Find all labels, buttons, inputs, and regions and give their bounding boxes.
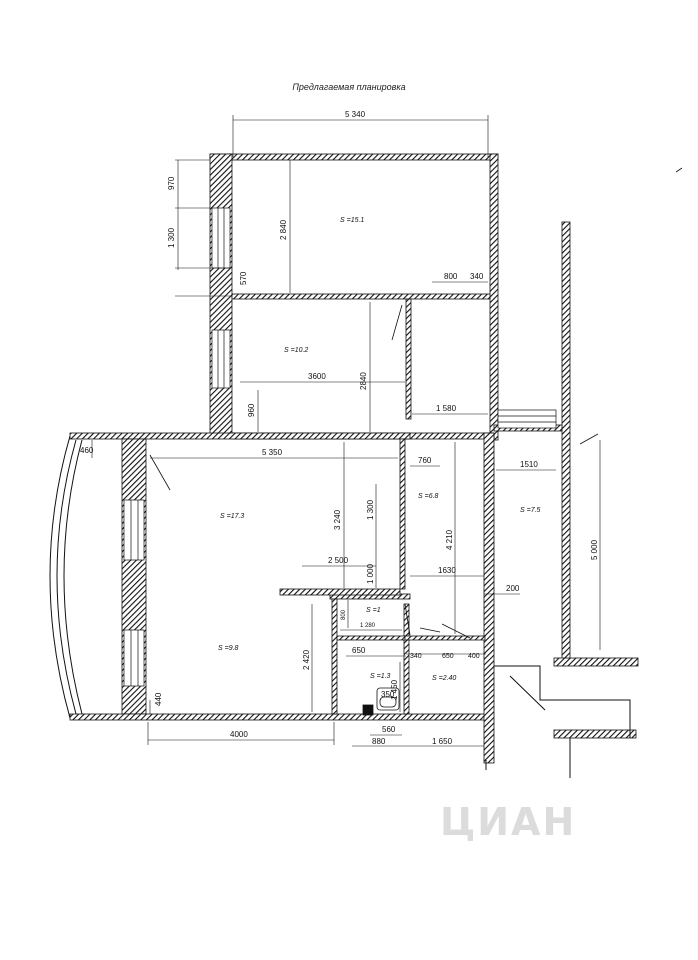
dimension-lines [91, 115, 601, 747]
dim-2420: 2 420 [302, 649, 311, 670]
watermark: ЦИАН [440, 800, 577, 844]
wall-top-upper [209, 153, 499, 161]
dim-1650: 1 650 [432, 737, 453, 746]
dim-800b: 800 [341, 609, 347, 620]
dim-760: 760 [418, 456, 432, 465]
wall-bottom [69, 713, 487, 721]
bay-window [49, 435, 83, 719]
dim-4000: 4000 [230, 730, 248, 739]
room-area-7: S =1 [366, 607, 381, 614]
dim-5350: 5 350 [262, 448, 283, 457]
wall-lower-top [69, 432, 411, 440]
wall-bath-vertical [331, 598, 338, 715]
dim-880: 880 [372, 737, 386, 746]
wall-corridor-vertical [405, 298, 412, 420]
dim-800a: 800 [444, 272, 458, 281]
dim-970: 970 [167, 176, 176, 190]
dim-2840a: 2 840 [279, 219, 288, 240]
room-areas: S =15.1 S =10.2 S =17.3 S =6.8 S =7.5 S … [218, 217, 541, 682]
dim-3240: 3 240 [333, 509, 342, 530]
dim-5000: 5 000 [590, 539, 599, 560]
dim-400: 400 [468, 653, 480, 660]
dim-460: 460 [80, 446, 94, 455]
room-area-2: S =10.2 [284, 347, 308, 354]
wall-balcony-right [561, 221, 571, 661]
dim-4210: 4 210 [445, 529, 454, 550]
wall-corridor-bottom [404, 635, 486, 641]
room-area-5: S =7.5 [520, 507, 541, 514]
dim-200: 200 [506, 584, 520, 593]
doors [149, 304, 471, 639]
plan-title: Предлагаемая планировка [292, 82, 406, 92]
dim-440: 440 [154, 692, 163, 706]
dimension-labels: 5 340 970 1 300 570 2 840 800 340 3600 2… [80, 110, 599, 746]
room-area-3: S =17.3 [220, 513, 244, 520]
dim-960: 960 [247, 403, 256, 417]
stair-outline [485, 665, 631, 778]
walls [69, 153, 639, 764]
wall-hall-vertical [399, 438, 406, 590]
dim-1580: 1 580 [436, 404, 457, 413]
dim-2500: 2 500 [328, 556, 349, 565]
dim-1300a: 1 300 [167, 227, 176, 248]
dim-2840b: 2840 [359, 372, 368, 390]
wall-stair-lower [553, 729, 637, 739]
dim-3600: 3600 [308, 372, 326, 381]
wall-mid-horizontal [231, 293, 491, 300]
room-area-6: S =9.8 [218, 645, 239, 652]
dim-340b: 340 [410, 653, 422, 660]
dim-560: 560 [382, 725, 396, 734]
dim-1000: 1 000 [366, 563, 375, 584]
dim-650b: 650 [442, 653, 454, 660]
dim-340: 340 [470, 272, 484, 281]
room-area-8: S =1.3 [370, 673, 391, 680]
dim-350: 350 [381, 690, 395, 699]
room-area-1: S =15.1 [340, 217, 364, 224]
wall-balcony-bottom [553, 657, 639, 667]
dim-5340: 5 340 [345, 110, 366, 119]
dim-1630: 1630 [438, 566, 456, 575]
room-area-9: S =2.40 [432, 675, 456, 682]
bath-fixtures [362, 687, 400, 716]
wall-bath-mid [336, 635, 408, 641]
wall-kitchen-partition [279, 588, 401, 596]
dim-1450: 1 450 [390, 679, 399, 700]
wall-left-upper [209, 153, 233, 437]
dim-1280: 1 280 [360, 623, 376, 629]
wall-right-upper [489, 153, 499, 441]
wall-wc-vertical [403, 603, 410, 715]
dim-1510: 1510 [520, 460, 538, 469]
dim-570: 570 [239, 271, 248, 285]
dim-650a: 650 [352, 646, 366, 655]
markers [579, 167, 683, 445]
wall-right-lower [483, 432, 495, 764]
dim-1300b: 1 300 [366, 499, 375, 520]
room-area-4: S =6.8 [418, 493, 439, 500]
